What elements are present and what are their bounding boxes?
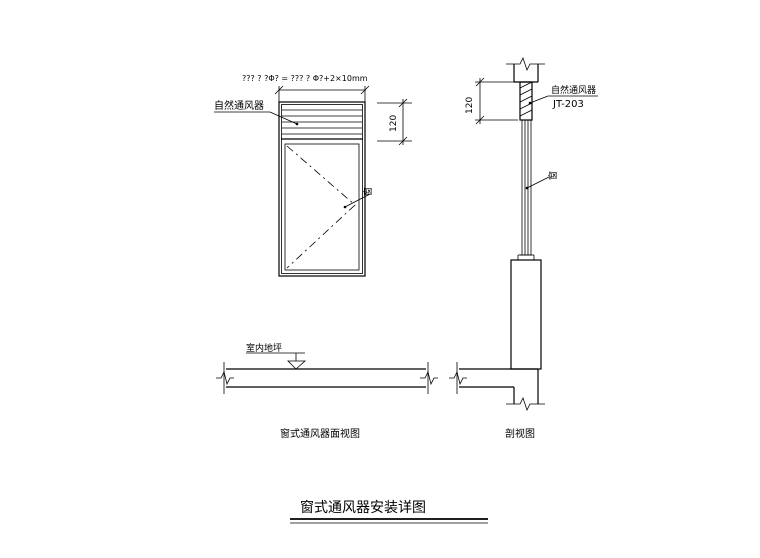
sheet-title: 窗式通风器安装详图 — [300, 499, 426, 516]
sheet-title-block: 窗式通风器安装详图 — [290, 499, 488, 524]
floor-elevation-marker — [287, 360, 307, 370]
front-window-frame — [278, 101, 366, 277]
section-sill-wall — [510, 259, 542, 370]
section-vent-model: JT-203 — [552, 99, 584, 110]
section-floor-slab — [449, 362, 545, 412]
section-upper-wall — [506, 56, 545, 83]
front-floor-slab — [216, 362, 438, 394]
section-view: 120 自然通风器 JT-203 窗 剖视图 — [449, 56, 598, 440]
front-window-label: 窗 — [362, 187, 374, 196]
front-view-caption: 窗式通风器面视图 — [280, 427, 360, 440]
front-glass-sash — [284, 143, 360, 271]
front-vent-height-value: 120 — [389, 115, 399, 132]
section-vent-label: 自然通风器 — [551, 84, 596, 96]
front-vent-label: 自然通风器 — [214, 99, 264, 112]
section-window-label: 窗 — [547, 171, 559, 180]
front-view: ??? ? ?Φ? = ??? ? Φ?+2×10mm 自然通风器 — [214, 74, 438, 440]
front-vent-louvres — [281, 109, 363, 140]
floor-label: 室内地坪 — [246, 342, 282, 354]
section-vent-height-value: 120 — [465, 97, 475, 114]
section-view-caption: 剖视图 — [505, 427, 535, 440]
front-dimension-formula: ??? ? ?Φ? = ??? ? Φ?+2×10mm — [242, 74, 368, 83]
front-opening-indicator — [286, 145, 356, 269]
